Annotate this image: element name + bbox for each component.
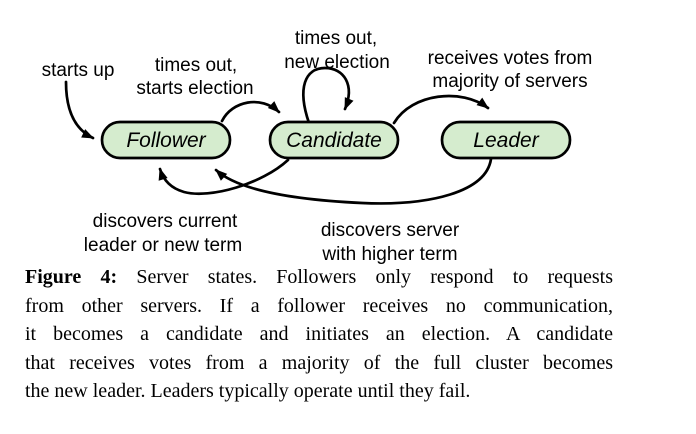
label-times-out-new-election-2: new election	[284, 52, 390, 73]
state-leader-shape	[440, 120, 572, 160]
state-follower: Follower	[100, 120, 232, 160]
label-discovers-leader-1: discovers current	[93, 211, 238, 232]
caption-figure-label: Figure 4:	[25, 266, 118, 288]
state-candidate-label: Candidate	[286, 129, 382, 152]
label-discovers-higher-term-1: discovers server	[321, 220, 460, 241]
label-receives-votes-2: majority of servers	[432, 71, 587, 92]
arrow-candidate-to-follower	[158, 158, 290, 196]
label-discovers-higher-term-2: with higher term	[321, 244, 457, 265]
label-times-out-new-election-1: times out,	[295, 28, 377, 49]
label-receives-votes-1: receives votes from	[428, 48, 593, 69]
state-candidate: Candidate	[268, 120, 400, 160]
label-times-out-starts-election-2: starts election	[136, 78, 253, 99]
label-starts-up: starts up	[42, 60, 115, 81]
arrow-candidate-to-leader	[392, 94, 490, 125]
state-follower-label: Follower	[126, 129, 206, 152]
caption-line: it becomes a candidate and initiates an …	[25, 323, 613, 346]
arrow-leader-to-follower	[214, 157, 493, 205]
arrow-candidate-self-loop	[302, 66, 354, 125]
label-times-out-starts-election-1: times out,	[155, 55, 237, 76]
caption-line: from other servers. If a follower receiv…	[25, 294, 613, 317]
caption-line: Figure 4: Server states. Followers only …	[25, 263, 613, 292]
caption-line: the new leader. Leaders typically operat…	[25, 380, 471, 403]
arrow-follower-to-candidate	[220, 100, 281, 123]
state-candidate-shape	[268, 120, 400, 160]
figure-caption: Figure 4: Server states. Followers only …	[25, 263, 613, 406]
state-follower-shape	[100, 120, 232, 160]
arrow-starts-up	[64, 80, 95, 140]
caption-line: that receives votes from a majority of t…	[25, 351, 613, 374]
label-discovers-leader-2: leader or new term	[84, 235, 242, 256]
caption-line-text: Server states. Followers only respond to…	[117, 266, 613, 288]
state-leader: Leader	[440, 120, 572, 160]
state-diagram: Follower Candidate Leader starts up time…	[42, 28, 593, 265]
state-leader-label: Leader	[473, 129, 539, 152]
